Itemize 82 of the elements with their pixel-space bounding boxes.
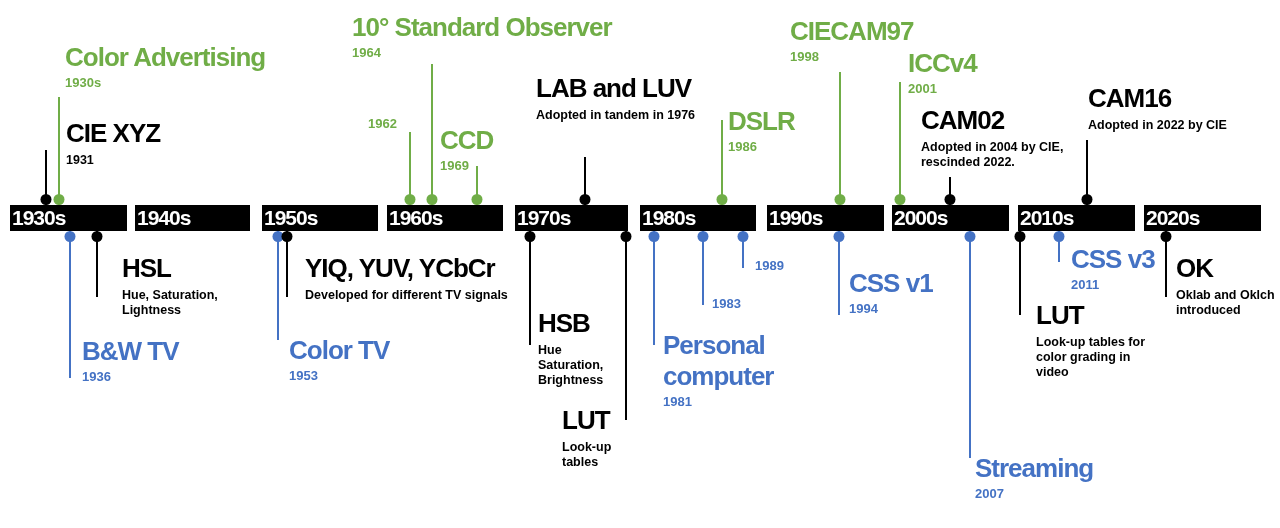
decade-bar: 1940s [135, 205, 250, 231]
event-year: 2007 [975, 486, 1005, 502]
event-title: CIE XYZ [66, 118, 162, 149]
event-year: 1986 [728, 139, 758, 155]
event-year: 1969 [440, 158, 470, 174]
timeline-stem [894, 81, 906, 206]
event-description: Adopted in tandem in 1976 [536, 108, 697, 123]
timeline-stem [40, 149, 52, 206]
event-description: Look-up tables [562, 440, 613, 470]
event-title: CSS v3 [1071, 244, 1156, 275]
timeline-stem [91, 230, 103, 298]
event-title: CCD [440, 125, 495, 156]
timeline-stem [834, 71, 846, 206]
timeline-stem [737, 230, 749, 269]
timeline-stem [1014, 230, 1026, 316]
timeline-stem [697, 230, 709, 306]
timeline-stem [53, 96, 65, 206]
decade-bar: 1950s [262, 205, 378, 231]
decade-bar: 2000s [892, 205, 1009, 231]
event-description: 1931 [66, 153, 95, 168]
event-year: 1964 [352, 45, 382, 61]
event-description: Hue, Saturation, Lightness [122, 288, 219, 318]
event-year: 2011 [1071, 277, 1101, 293]
timeline-stem [404, 131, 416, 206]
decade-bar: 2020s [1144, 205, 1261, 231]
timeline-stem [620, 230, 632, 421]
event-title: Personal computer [663, 330, 775, 392]
event-title: Color TV [289, 335, 391, 366]
timeline-stem [944, 176, 956, 206]
event-title: CAM16 [1088, 83, 1173, 114]
event-year: 1998 [790, 49, 820, 65]
timeline-stem [1081, 139, 1093, 206]
timeline-stem [833, 230, 845, 316]
event-title: HSB [538, 308, 591, 339]
decade-bar: 1960s [387, 205, 503, 231]
event-description: Adopted in 2022 by CIE [1088, 118, 1228, 133]
event-title: CSS v1 [849, 268, 934, 299]
event-year: 1953 [289, 368, 319, 384]
event-year: 1930s [65, 75, 103, 91]
event-title: LUT [562, 405, 612, 436]
timeline-stem [964, 230, 976, 459]
event-title: Streaming [975, 453, 1095, 484]
event-description: Look-up tables for color grading in video [1036, 335, 1147, 380]
decade-bar: 1990s [767, 205, 884, 231]
timeline-stem [471, 165, 483, 206]
event-year: 1981 [663, 394, 693, 410]
timeline-stem [648, 230, 660, 346]
event-title: CAM02 [921, 105, 1006, 136]
decade-bar: 1970s [515, 205, 628, 231]
event-title: HSL [122, 253, 172, 284]
timeline-stem [426, 63, 438, 206]
timeline-stem [579, 156, 591, 206]
event-title: YIQ, YUV, YCbCr [305, 253, 497, 284]
decade-bar: 1930s [10, 205, 127, 231]
event-title: ICCv4 [908, 48, 979, 79]
decade-bar: 2010s [1018, 205, 1135, 231]
event-title: B&W TV [82, 336, 181, 367]
event-title: LAB and LUV [536, 73, 693, 104]
event-title: OK [1176, 253, 1215, 284]
timeline-stem [1160, 230, 1172, 298]
event-year: 1989 [755, 258, 785, 274]
event-year: 1936 [82, 369, 112, 385]
event-year: 1962 [368, 116, 398, 132]
event-description: Adopted in 2004 by CIE, rescinded 2022. [921, 140, 1065, 170]
decade-bar: 1980s [640, 205, 756, 231]
event-title: 10° Standard Observer [352, 12, 614, 43]
event-description: Developed for different TV signals [305, 288, 509, 303]
timeline-stem [272, 230, 284, 341]
timeline-stem [281, 230, 293, 298]
event-description: Hue Saturation, Brightness [538, 343, 605, 388]
timeline-stem [64, 230, 76, 379]
timeline-stem [716, 119, 728, 206]
timeline-stem [524, 230, 536, 346]
event-year: 2001 [908, 81, 938, 97]
event-title: Color Advertising [65, 42, 267, 73]
event-title: CIECAM97 [790, 16, 915, 47]
event-title: DSLR [728, 106, 796, 137]
timeline-stem [1053, 230, 1065, 263]
event-year: 1983 [712, 296, 742, 312]
event-title: LUT [1036, 300, 1086, 331]
event-year: 1994 [849, 301, 879, 317]
event-description: Oklab and Oklch introduced [1176, 288, 1276, 318]
